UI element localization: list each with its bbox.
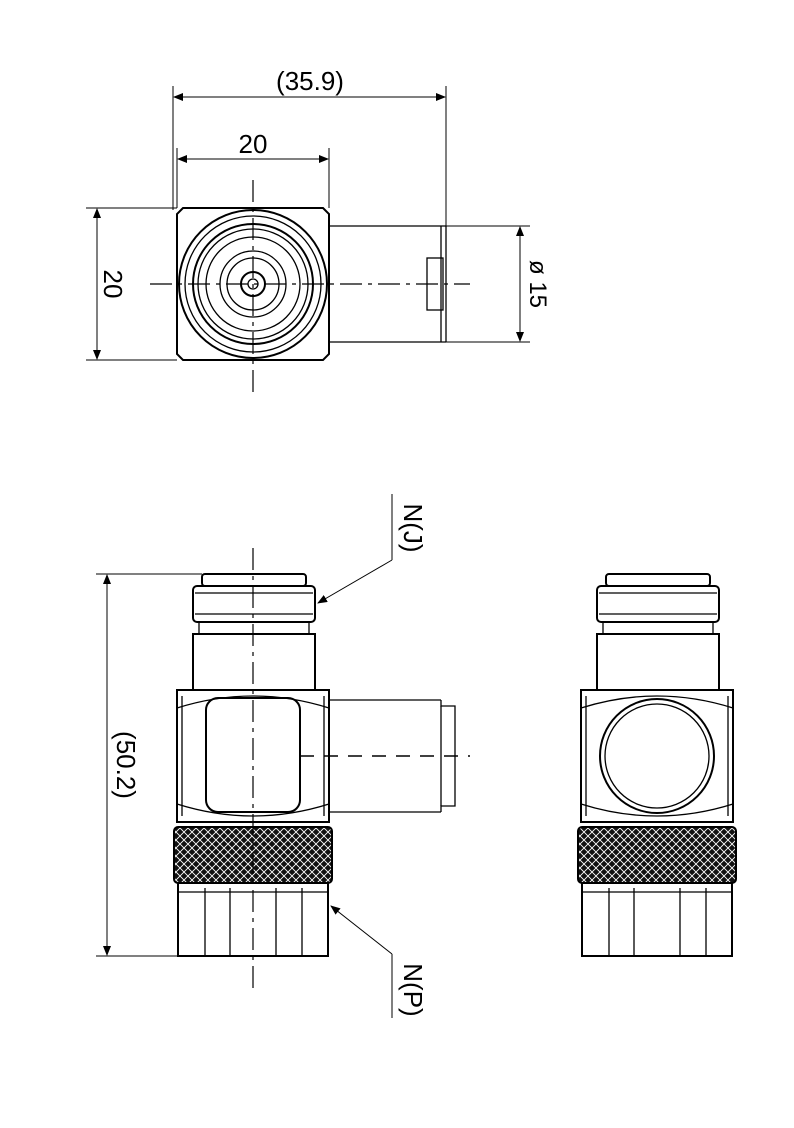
dim-overall-width: (35.9) — [172, 66, 447, 226]
side-jack-ring — [602, 621, 714, 635]
callout-plug-label: N(P) — [398, 963, 428, 1016]
side-jack-nut — [596, 585, 720, 623]
front-jack-neck — [192, 633, 316, 691]
dim-overall-width-label: (35.9) — [276, 66, 344, 96]
dim-body-height: 20 — [86, 207, 177, 361]
side-plug-sleeve — [581, 882, 733, 957]
callout-jack-label: N(J) — [398, 503, 428, 552]
front-body-flat-face — [205, 697, 301, 813]
top-body-outline — [176, 207, 330, 361]
front-jack-ring — [198, 621, 310, 635]
side-knurled-coupling — [577, 826, 737, 884]
dim-cable-diameter: ø 15 — [446, 225, 551, 343]
dim-cable-diameter-label: ø 15 — [524, 260, 551, 308]
top-view: (35.9) 20 20 ø 15 — [86, 66, 551, 392]
front-jack-nut — [192, 585, 316, 623]
front-cable-housing — [329, 699, 456, 813]
front-jack-cap-top — [201, 573, 307, 587]
callout-plug: N(P) — [330, 905, 428, 1018]
side-jack-cap-top — [605, 573, 711, 587]
callout-jack: N(J) — [317, 494, 428, 604]
dim-body-height-label: 20 — [98, 270, 128, 299]
dim-body-width-label: 20 — [239, 129, 268, 159]
side-body-outline — [580, 689, 734, 823]
front-view: (50.2) N(J) N(P) — [96, 494, 470, 1018]
dim-overall-length-label: (50.2) — [111, 731, 141, 799]
side-cable-port — [599, 698, 715, 814]
dim-body-width: 20 — [176, 129, 330, 208]
side-jack-neck — [596, 633, 720, 691]
side-view — [577, 573, 737, 957]
dim-overall-length: (50.2) — [96, 573, 202, 957]
front-body-outline — [176, 689, 330, 823]
